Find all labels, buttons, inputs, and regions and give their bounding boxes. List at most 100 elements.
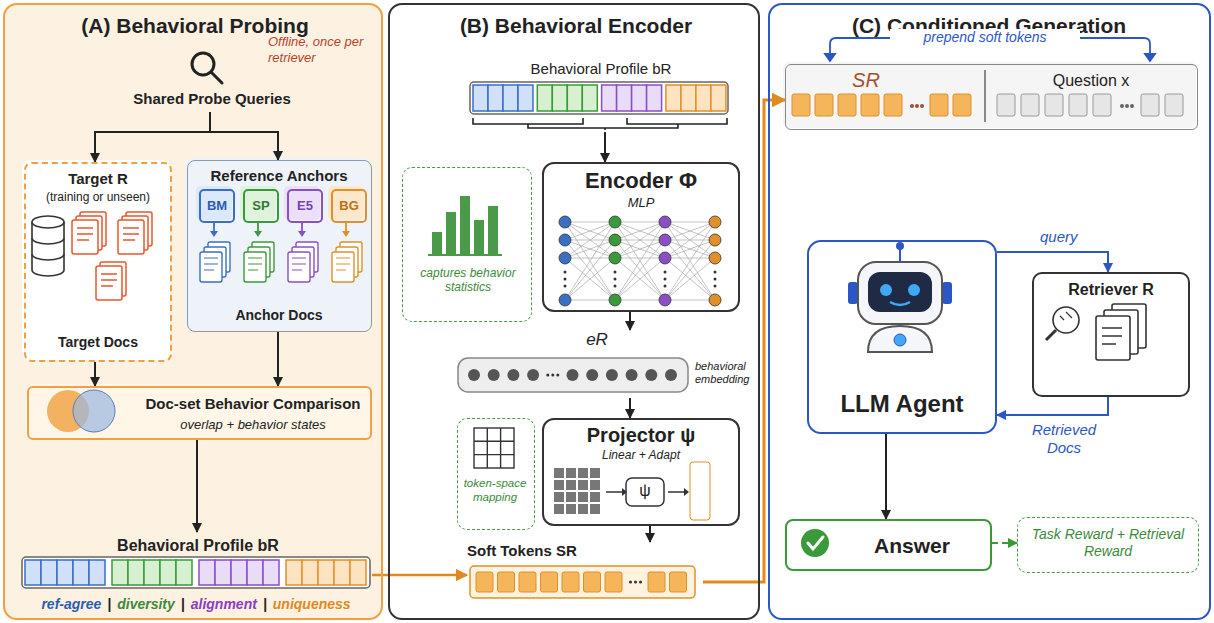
question-square [1021,94,1039,116]
net-link [665,222,715,240]
profile-cell [711,85,726,111]
net-link [665,240,715,300]
node-text: Anchor Docs [188,307,370,324]
ellipsis-dot [546,374,549,377]
net-dot [614,271,617,274]
profile-cell [231,560,247,585]
net-node [659,216,671,228]
profile-cell [286,560,302,585]
net-link [565,222,615,300]
embedding-dot [527,369,539,381]
question-square [1165,94,1183,116]
net-link [615,222,665,223]
net-link [615,222,665,258]
profile-cell [537,85,552,111]
net-link [615,222,665,240]
grid-cell [578,468,588,478]
token-square [838,94,856,116]
question-square [1093,94,1111,116]
grid-cell [578,492,588,502]
connector [629,398,631,418]
projector-internals [606,462,710,520]
net-link [665,258,715,259]
profile-legend-row: ref-agree|diversity|alignment|uniqueness [22,596,370,612]
box-fill [185,158,370,330]
token-square [562,572,579,592]
profile-cell [247,560,263,585]
profile-cell [681,85,696,111]
profile-cell [696,85,711,111]
node-text: Linear + Adapt [544,448,738,462]
profile-cell [552,85,567,111]
net-dot [614,278,617,281]
net-dot [714,285,717,288]
net-link [665,258,715,300]
net-node [559,234,571,246]
node-title: captures behavior statistics [407,266,529,295]
net-link [565,240,615,300]
node-title: Retriever R [1034,280,1188,299]
profile-cell [160,560,176,585]
net-link [565,300,615,301]
small-arrow [213,222,215,232]
profile-cell [199,560,215,585]
profile-outline [470,82,728,114]
edge-label: query [1040,228,1096,246]
anchor-box: BG [331,189,367,223]
connector [95,112,210,162]
box-fill [3,3,383,620]
embedding-dot [507,369,519,381]
net-link [565,240,615,300]
divider [984,70,986,122]
label: ψ [626,481,664,500]
token-square [670,572,687,592]
label: | [181,596,185,612]
node-text: behavioral embedding [695,360,757,386]
token-square [605,572,622,592]
embedding-dot [645,369,657,381]
grid-cell [566,468,576,478]
profile-cell [647,85,662,111]
ellipsis-dot [920,104,924,108]
ellipsis-dot [1120,104,1124,108]
net-link [565,222,615,240]
connector [604,132,606,162]
box-fill [196,186,232,220]
box-fill [388,3,760,620]
node-title: SR [836,68,896,92]
box-fill [1015,515,1197,571]
database-icon [32,216,64,276]
net-dot [664,278,667,281]
embedding-dot [586,369,598,381]
grid-cell [566,480,576,490]
doc-lines [292,258,306,270]
net-node [559,294,571,306]
net-dot [564,271,567,274]
label: ref-agree [41,596,101,612]
profile-cell [350,560,366,585]
net-link [615,258,665,300]
grid-cell [578,504,588,514]
box-fill [540,160,738,310]
token-square [815,94,833,116]
net-dot [714,278,717,281]
grid-cell [554,468,564,478]
node-title: LLM Agent [809,390,995,419]
net-node [609,216,621,228]
question-square [1045,94,1063,116]
embedding-dot [468,369,480,381]
connector [992,542,1017,544]
net-node [659,294,671,306]
net-link [615,240,665,300]
ellipsis-dot [639,581,642,584]
input-bar: SRQuestion x [785,64,1198,130]
connector [703,100,785,582]
anchors-box: Reference AnchorsAnchor DocsBMSPE5BG [187,160,372,332]
connector [997,252,1108,272]
box-fill [328,186,364,220]
net-link [665,258,715,300]
ellipsis-dot [1130,104,1134,108]
profile-cell [144,560,160,585]
box-fill [25,384,370,438]
node-title: eR [577,330,617,350]
